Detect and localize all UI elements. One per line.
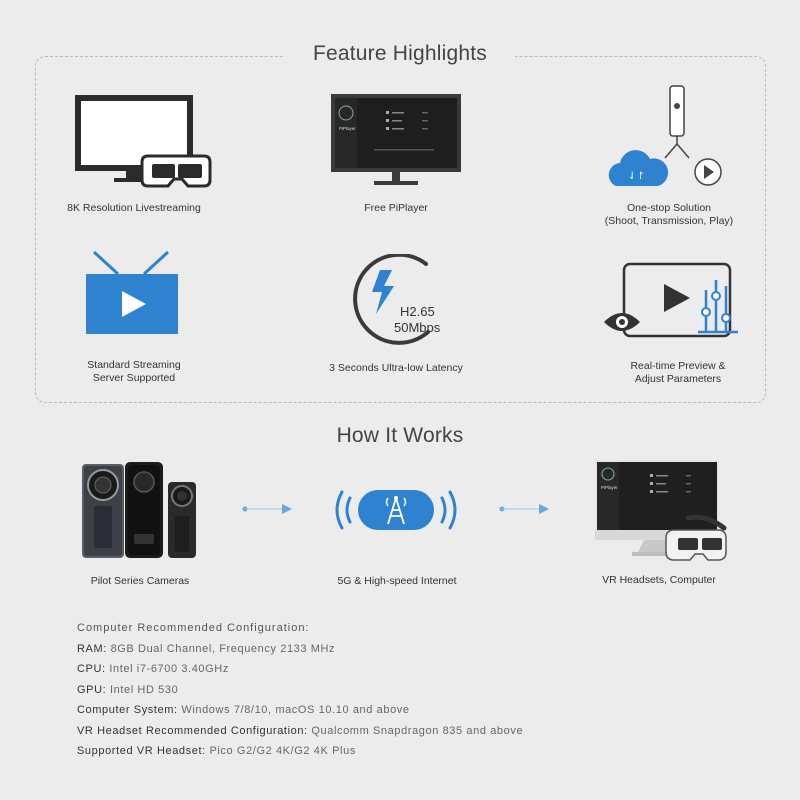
svg-text:⇃↾: ⇃↾ (628, 171, 645, 182)
piplayer-screen-text: PiPlayer (601, 485, 618, 490)
feature-highlights-title: Feature Highlights (0, 42, 800, 66)
latency-gauge-icon: H2.65 50Mbps (353, 254, 441, 345)
spec-value: Intel HD 530 (109, 683, 179, 696)
spec-key: Computer System: (77, 704, 178, 716)
feature-label: Adjust Parameters (634, 373, 722, 385)
spec-row-vr-config: VR Headset Recommended Configuration: Qu… (77, 724, 737, 745)
tv-play-icon (86, 250, 178, 334)
spec-key: Supported VR Headset: (77, 745, 206, 757)
spec-row-vr-supported: Supported VR Headset: Pico G2/G2 4K/G2 4… (77, 744, 737, 765)
codec-text: H2.65 (400, 304, 435, 319)
spec-value: Qualcomm Snapdragon 835 and above (311, 724, 524, 737)
piplayer-monitor-icon: PiPlayer (331, 94, 461, 185)
spec-key: CPU: (77, 663, 106, 675)
how-it-works-title: How It Works (336, 424, 464, 447)
feature-label: Real-time Preview & (630, 360, 726, 372)
spec-value: 8GB Dual Channel, Frequency 2133 MHz (110, 642, 336, 655)
spec-row-ram: RAM: 8GB Dual Channel, Frequency 2133 MH… (77, 642, 737, 663)
piplayer-screen-text: PiPlayer (339, 126, 356, 131)
flow-arrow-icon (242, 504, 292, 514)
spec-row-cpu: CPU: Intel i7-6700 3.40GHz (77, 662, 737, 683)
spec-row-os: Computer System: Windows 7/8/10, macOS 1… (77, 703, 737, 724)
specs-heading: Computer Recommended Configuration: (77, 622, 310, 634)
bitrate-text: 50Mbps (394, 320, 441, 335)
feature-label: Server Supported (92, 372, 176, 384)
spec-key: RAM: (77, 642, 107, 655)
feature-label: (Shoot, Transmission, Play) (604, 215, 734, 227)
step-label: VR Headsets, Computer (602, 574, 716, 586)
step-label: 5G & High-speed Internet (337, 575, 457, 587)
feature-label: Standard Streaming (87, 359, 181, 371)
pilot-cameras-icon (82, 462, 196, 558)
spec-row-gpu: GPU: Intel HD 530 (77, 683, 737, 704)
flow-arrow-icon (499, 504, 549, 514)
feature-label: 3 Seconds Ultra-low Latency (329, 362, 463, 374)
feature-label: 8K Resolution Livestreaming (67, 202, 201, 214)
spec-value: Intel i7-6700 3.40GHz (109, 663, 229, 675)
preview-adjust-icon (604, 262, 738, 338)
step-label: Pilot Series Cameras (90, 575, 190, 587)
spec-value: Pico G2/G2 4K/G2 4K Plus (209, 745, 356, 757)
feature-label: One-stop Solution (626, 202, 712, 214)
monitor-vr-icon (75, 95, 212, 188)
spec-key: VR Headset Recommended Configuration: (77, 724, 308, 737)
network-signal-icon (335, 490, 457, 530)
specs-list: Computer Recommended Configuration: RAM:… (77, 621, 737, 765)
feature-label: Free PiPlayer (364, 202, 428, 214)
spec-key: GPU: (77, 683, 107, 696)
cloud-camera-play-icon: ⇃↾ (608, 85, 722, 186)
spec-value: Windows 7/8/10, macOS 10.10 and above (181, 704, 410, 716)
computer-vr-headset-icon: PiPlayer (595, 460, 727, 561)
